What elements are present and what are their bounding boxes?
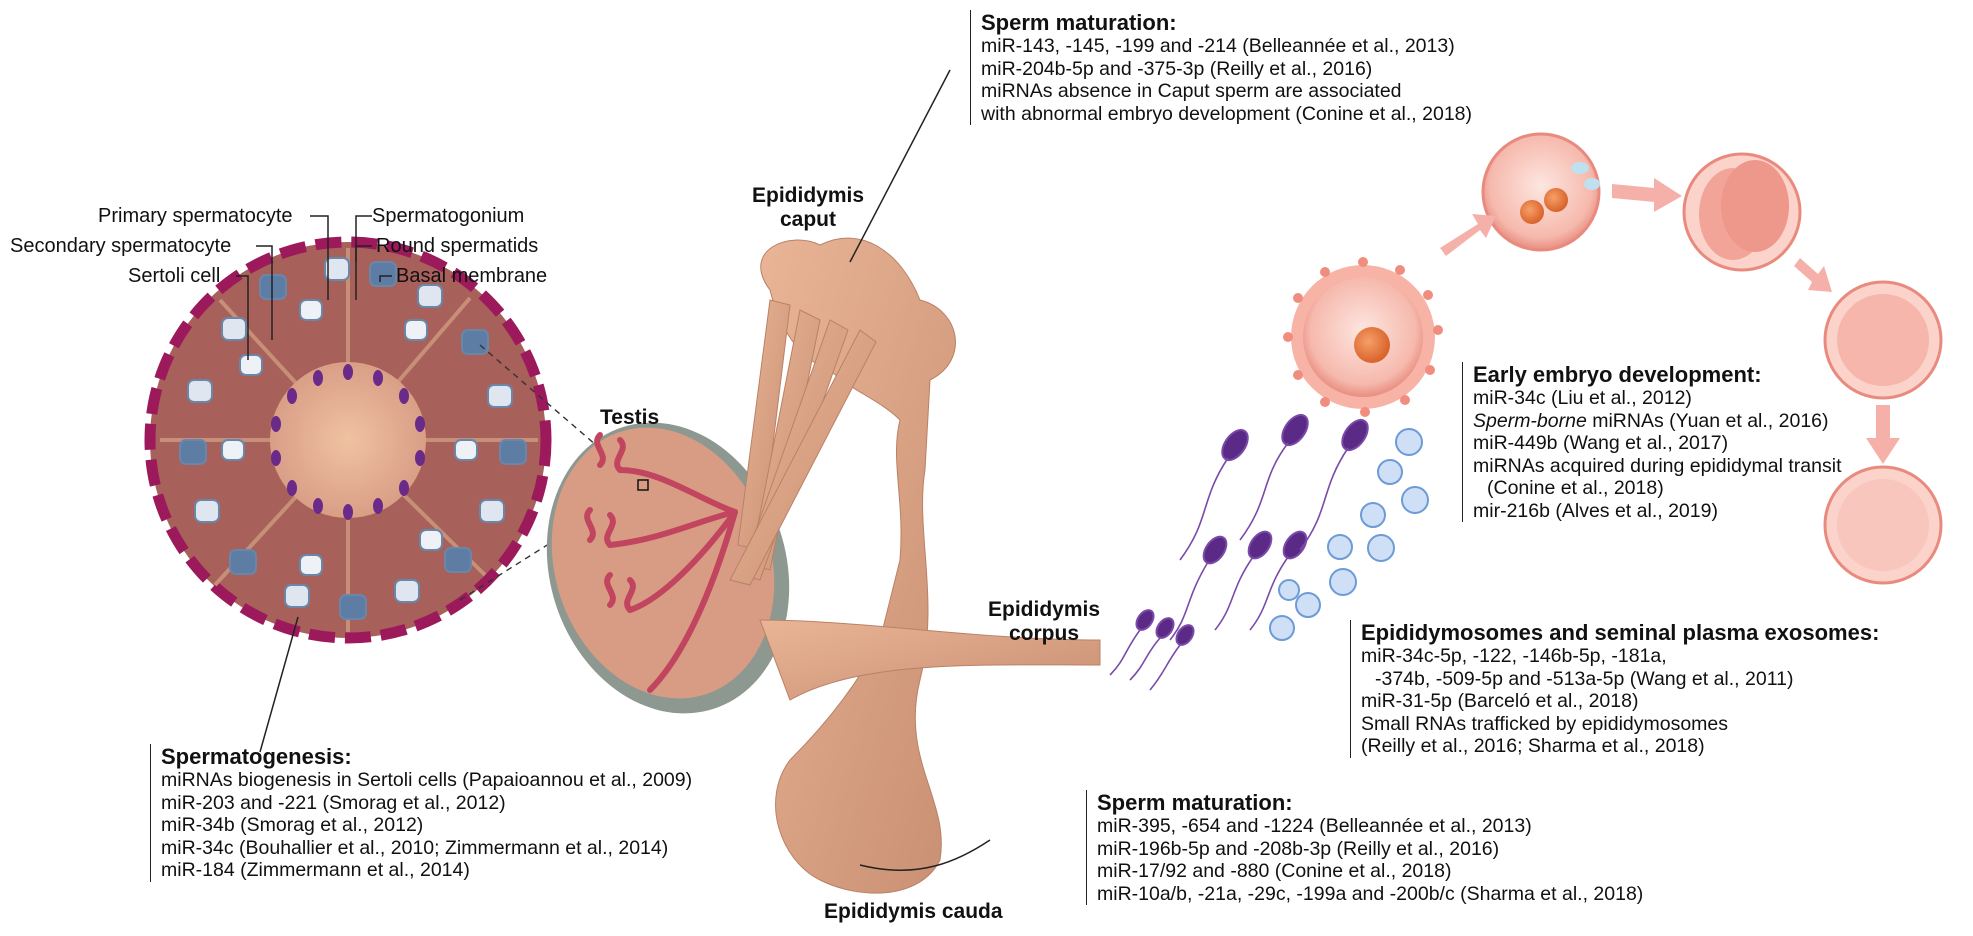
box-title: Sperm maturation: xyxy=(1097,790,1293,815)
label-leaders xyxy=(236,215,392,753)
box-line: miR-196b-5p and -208b-3p (Reilly et al.,… xyxy=(1097,837,1500,860)
seminiferous-tubule xyxy=(144,236,552,644)
box-title: Spermatogenesis: xyxy=(161,744,352,769)
box-line: with abnormal embryo development (Conine… xyxy=(981,102,1473,125)
box-line: miR-143, -145, -199 and -214 (Belleannée… xyxy=(981,35,1455,57)
box-line: (Conine et al., 2018) xyxy=(1487,477,1664,499)
box-line: mir-216b (Alves et al., 2019) xyxy=(1473,499,1718,522)
label-round-spermatids: Round spermatids xyxy=(376,235,539,257)
box-line: miR-203 and -221 (Smorag et al., 2012) xyxy=(161,791,506,814)
label-spermatogonium: Spermatogonium xyxy=(372,205,525,227)
label-sertoli-cell: Sertoli cell xyxy=(128,265,221,287)
box-line: miR-10a/b, -21a, -29c, -199a and -200b/c… xyxy=(1097,882,1644,905)
box-early-embryo-development: Early embryo development: miR-34c (Liu e… xyxy=(1462,362,1842,522)
box-line: Sperm-borne miRNAs (Yuan et al., 2016) xyxy=(1473,410,1842,433)
box-line-rest: miRNAs (Yuan et al., 2016) xyxy=(1586,409,1829,432)
box-line: miR-17/92 and -880 (Conine et al., 2018) xyxy=(1097,860,1452,882)
box-title: Sperm maturation: xyxy=(981,10,1177,35)
box-line: miRNAs biogenesis in Sertoli cells (Papa… xyxy=(161,769,693,791)
exosome-vesicles xyxy=(1269,428,1429,641)
label-testis: Testis xyxy=(600,406,660,429)
box-line: miRNAs acquired during epididymal transi… xyxy=(1473,454,1842,477)
label-corpus-line2: corpus xyxy=(1008,622,1079,645)
box-title: Epididymosomes and seminal plasma exosom… xyxy=(1361,620,1880,645)
two-cell-embryo xyxy=(1682,152,1802,272)
label-corpus-line1: Epididymis xyxy=(987,598,1101,621)
box-line: miR-31-5p (Barceló et al., 2018) xyxy=(1361,690,1639,712)
box-cauda-sperm-maturation: Sperm maturation: miR-395, -654 and -122… xyxy=(1086,790,1643,905)
box-line: (Reilly et al., 2016; Sharma et al., 201… xyxy=(1361,735,1705,757)
label-secondary-spermatocyte: Secondary spermatocyte xyxy=(10,235,232,257)
oocyte xyxy=(1283,257,1443,417)
italic-term: Sperm-borne xyxy=(1473,409,1587,432)
label-primary-spermatocyte: Primary spermatocyte xyxy=(98,205,293,227)
epididymis xyxy=(729,237,1101,894)
zygote xyxy=(1481,132,1601,252)
label-caput-line1: Epididymis xyxy=(751,184,865,207)
box-line: miR-34c (Liu et al., 2012) xyxy=(1473,387,1692,409)
sperm-tails xyxy=(1109,442,1349,691)
box-line: miR-449b (Wang et al., 2017) xyxy=(1473,432,1729,454)
label-basal-membrane: Basal membrane xyxy=(396,265,548,287)
box-spermatogenesis: Spermatogenesis: miRNAs biogenesis in Se… xyxy=(150,744,692,882)
blastocyst xyxy=(1823,465,1943,585)
box-line: -374b, -509-5p and -513a-5p (Wang et al.… xyxy=(1375,667,1794,690)
box-title: Early embryo development: xyxy=(1473,362,1762,387)
box-line: miR-34b (Smorag et al., 2012) xyxy=(161,814,424,836)
sperm-cells xyxy=(1135,413,1369,646)
box-line: miR-204b-5p and -375-3p (Reilly et al., … xyxy=(981,57,1373,80)
label-epididymis-cauda: Epididymis cauda xyxy=(824,900,1003,923)
development-arrows xyxy=(1440,178,1900,464)
box-epididymosomes-exosomes: Epididymosomes and seminal plasma exosom… xyxy=(1350,620,1879,758)
box-line: miR-34c-5p, -122, -146b-5p, -181a, xyxy=(1361,645,1667,667)
box-line: miR-395, -654 and -1224 (Belleannée et a… xyxy=(1097,815,1532,837)
morula xyxy=(1823,280,1943,400)
box-line: miR-184 (Zimmermann et al., 2014) xyxy=(161,859,470,881)
box-line: Small RNAs trafficked by epididymosomes xyxy=(1361,712,1729,735)
testis-organ xyxy=(546,422,790,714)
box-line: miRNAs absence in Caput sperm are associ… xyxy=(981,80,1402,102)
box-caput-sperm-maturation: Sperm maturation: miR-143, -145, -199 an… xyxy=(970,10,1472,125)
box-line: miR-34c (Bouhallier et al., 2010; Zimmer… xyxy=(161,836,669,859)
label-epididymis-corpus: Epididymis corpus xyxy=(984,598,1104,646)
label-caput-line2: caput xyxy=(779,208,836,231)
label-epididymis-caput: Epididymis caput xyxy=(748,184,868,232)
